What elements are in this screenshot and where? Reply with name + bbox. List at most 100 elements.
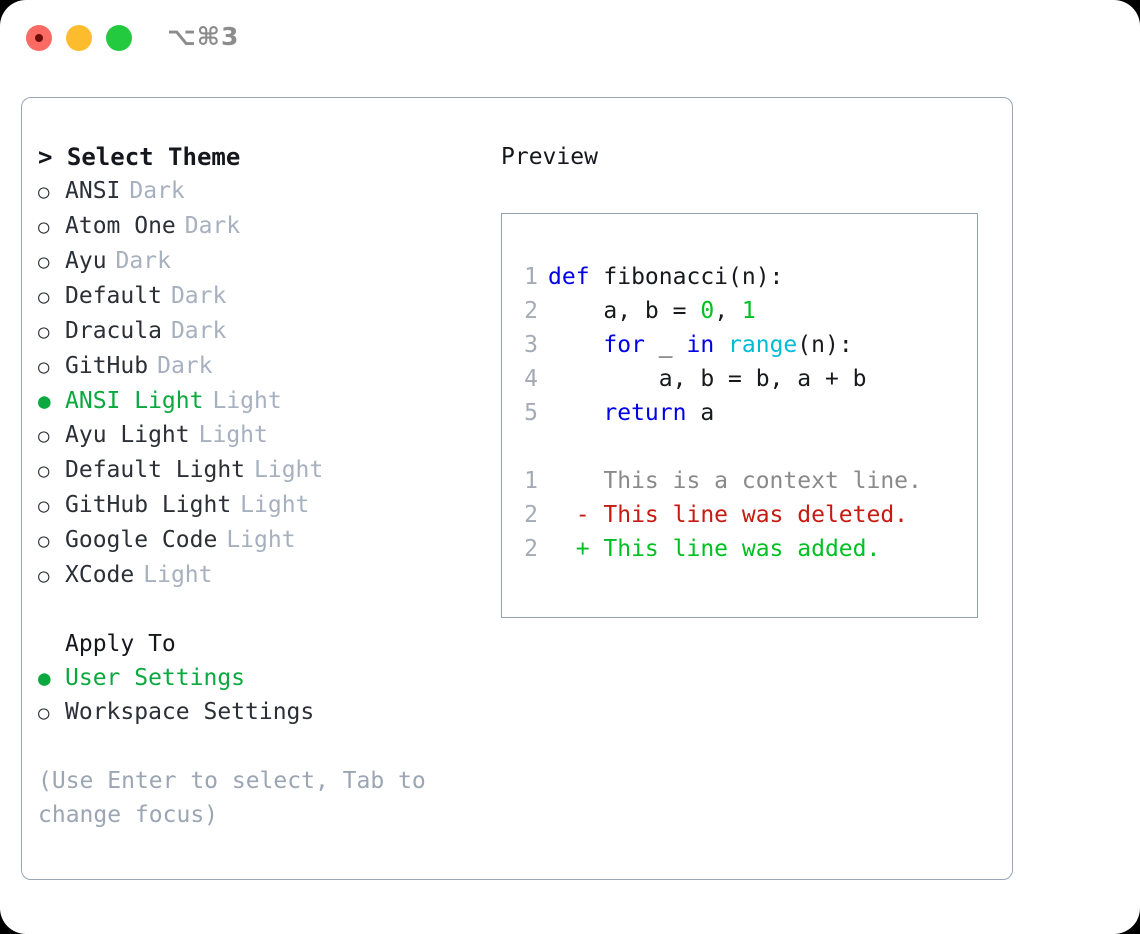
code-line-number: 5 — [524, 400, 538, 426]
radio-unselected-icon: ○ — [38, 425, 50, 447]
diff-line: 2 - This line was deleted. — [516, 498, 977, 532]
theme-option-label: Atom One — [65, 213, 176, 239]
diff-line-number: 2 — [524, 502, 538, 528]
theme-option-0[interactable]: ○ ANSI Dark — [38, 174, 488, 209]
code-line: 3 for _ in range(n): — [516, 328, 977, 362]
theme-option-6[interactable]: ● ANSI Light Light — [38, 384, 488, 418]
apply-to-option-0[interactable]: ● User Settings — [38, 661, 488, 695]
radio-selected-icon: ● — [38, 666, 51, 690]
code-line-number: 1 — [524, 264, 538, 290]
radio-unselected-icon: ○ — [38, 356, 50, 378]
code-line: 2 a, b = 0, 1 — [516, 294, 977, 328]
code-token: 1 — [741, 298, 756, 324]
diff-line-text: + This line was added. — [548, 536, 881, 562]
theme-variant-tag: Dark — [129, 178, 185, 204]
theme-option-label: Default Light — [65, 457, 246, 483]
code-token: def — [548, 264, 590, 290]
radio-unselected-icon: ○ — [38, 530, 50, 552]
preview-heading: Preview — [501, 144, 598, 170]
apply-to-option-1[interactable]: ○ Workspace Settings — [38, 695, 488, 730]
theme-option-3[interactable]: ○ Default Dark — [38, 279, 488, 314]
apply-to-option-list[interactable]: ● User Settings ○ Workspace Settings — [38, 661, 488, 730]
code-token: 0 — [700, 298, 715, 324]
code-token: for — [603, 332, 645, 358]
theme-option-1[interactable]: ○ Atom One Dark — [38, 209, 488, 244]
theme-option-2[interactable]: ○ Ayu Dark — [38, 244, 488, 279]
diff-line-number: 2 — [524, 536, 538, 562]
theme-variant-tag: Light — [143, 562, 213, 588]
code-token: a, b = — [548, 298, 701, 324]
code-token: in — [686, 332, 715, 358]
code-line-number: 2 — [524, 298, 538, 324]
theme-variant-tag: Dark — [170, 318, 227, 344]
theme-option-label: Dracula — [65, 318, 162, 344]
diff-sample: 1 This is a context line.2 - This line w… — [516, 464, 977, 566]
theme-option-label: XCode — [65, 562, 135, 588]
diff-line: 1 This is a context line. — [516, 464, 977, 498]
theme-option-label: GitHub — [65, 353, 149, 379]
radio-unselected-icon: ○ — [38, 216, 50, 238]
theme-variant-tag: Light — [212, 388, 282, 414]
traffic-light-group — [26, 25, 132, 51]
theme-option-label: ANSI — [65, 178, 121, 204]
radio-unselected-icon: ○ — [38, 251, 50, 273]
keyboard-shortcut-label: ⌥⌘3 — [167, 22, 240, 51]
keyboard-hint-text: (Use Enter to select, Tab to change focu… — [38, 768, 440, 828]
radio-unselected-icon: ○ — [38, 460, 50, 482]
code-token: return — [603, 400, 687, 426]
theme-option-4[interactable]: ○ Dracula Dark — [38, 314, 488, 349]
code-token: (n): — [797, 332, 853, 358]
radio-unselected-icon: ○ — [38, 286, 50, 308]
code-token — [548, 332, 603, 358]
maximize-window-button[interactable] — [106, 25, 132, 51]
radio-selected-icon: ● — [38, 389, 51, 413]
code-diff-separator — [516, 430, 977, 464]
code-line: 4 a, b = b, a + b — [516, 362, 977, 396]
theme-variant-tag: Dark — [184, 213, 241, 239]
radio-unselected-icon: ○ — [38, 181, 50, 203]
diff-line-text: - This line was deleted. — [548, 502, 909, 528]
radio-unselected-icon: ○ — [38, 702, 50, 724]
apply-to-option-label: Workspace Settings — [65, 699, 315, 725]
code-token: _ — [644, 332, 687, 358]
title-bar: ⌥⌘3 — [0, 0, 1140, 78]
theme-variant-tag: Dark — [115, 248, 171, 274]
theme-variant-tag: Light — [198, 422, 268, 448]
code-line-number: 4 — [524, 366, 538, 392]
apply-to-heading: Apply To — [65, 631, 176, 657]
theme-option-label: ANSI Light — [65, 388, 204, 414]
theme-option-label: Ayu — [65, 248, 107, 274]
diff-line-text: This is a context line. — [548, 468, 922, 494]
theme-option-10[interactable]: ○ Google Code Light — [38, 523, 488, 558]
apply-to-option-label: User Settings — [65, 665, 246, 691]
theme-variant-tag: Light — [226, 527, 296, 553]
theme-option-label: Default — [65, 283, 162, 309]
radio-unselected-icon: ○ — [38, 321, 50, 343]
theme-option-label: GitHub Light — [65, 492, 232, 518]
minimize-window-button[interactable] — [66, 25, 92, 51]
code-token: a — [686, 400, 715, 426]
theme-variant-tag: Dark — [170, 283, 227, 309]
select-theme-heading: > Select Theme — [38, 143, 241, 171]
code-token — [714, 332, 728, 358]
diff-line: 2 + This line was added. — [516, 532, 977, 566]
theme-option-label: Google Code — [65, 527, 218, 553]
theme-option-9[interactable]: ○ GitHub Light Light — [38, 488, 488, 523]
radio-unselected-icon: ○ — [38, 495, 50, 517]
list-spacer — [38, 593, 488, 627]
diff-line-number: 1 — [524, 468, 538, 494]
code-line: 5 return a — [516, 396, 977, 430]
close-window-button[interactable] — [26, 25, 52, 51]
code-line-number: 3 — [524, 332, 538, 358]
theme-variant-tag: Light — [240, 492, 310, 518]
